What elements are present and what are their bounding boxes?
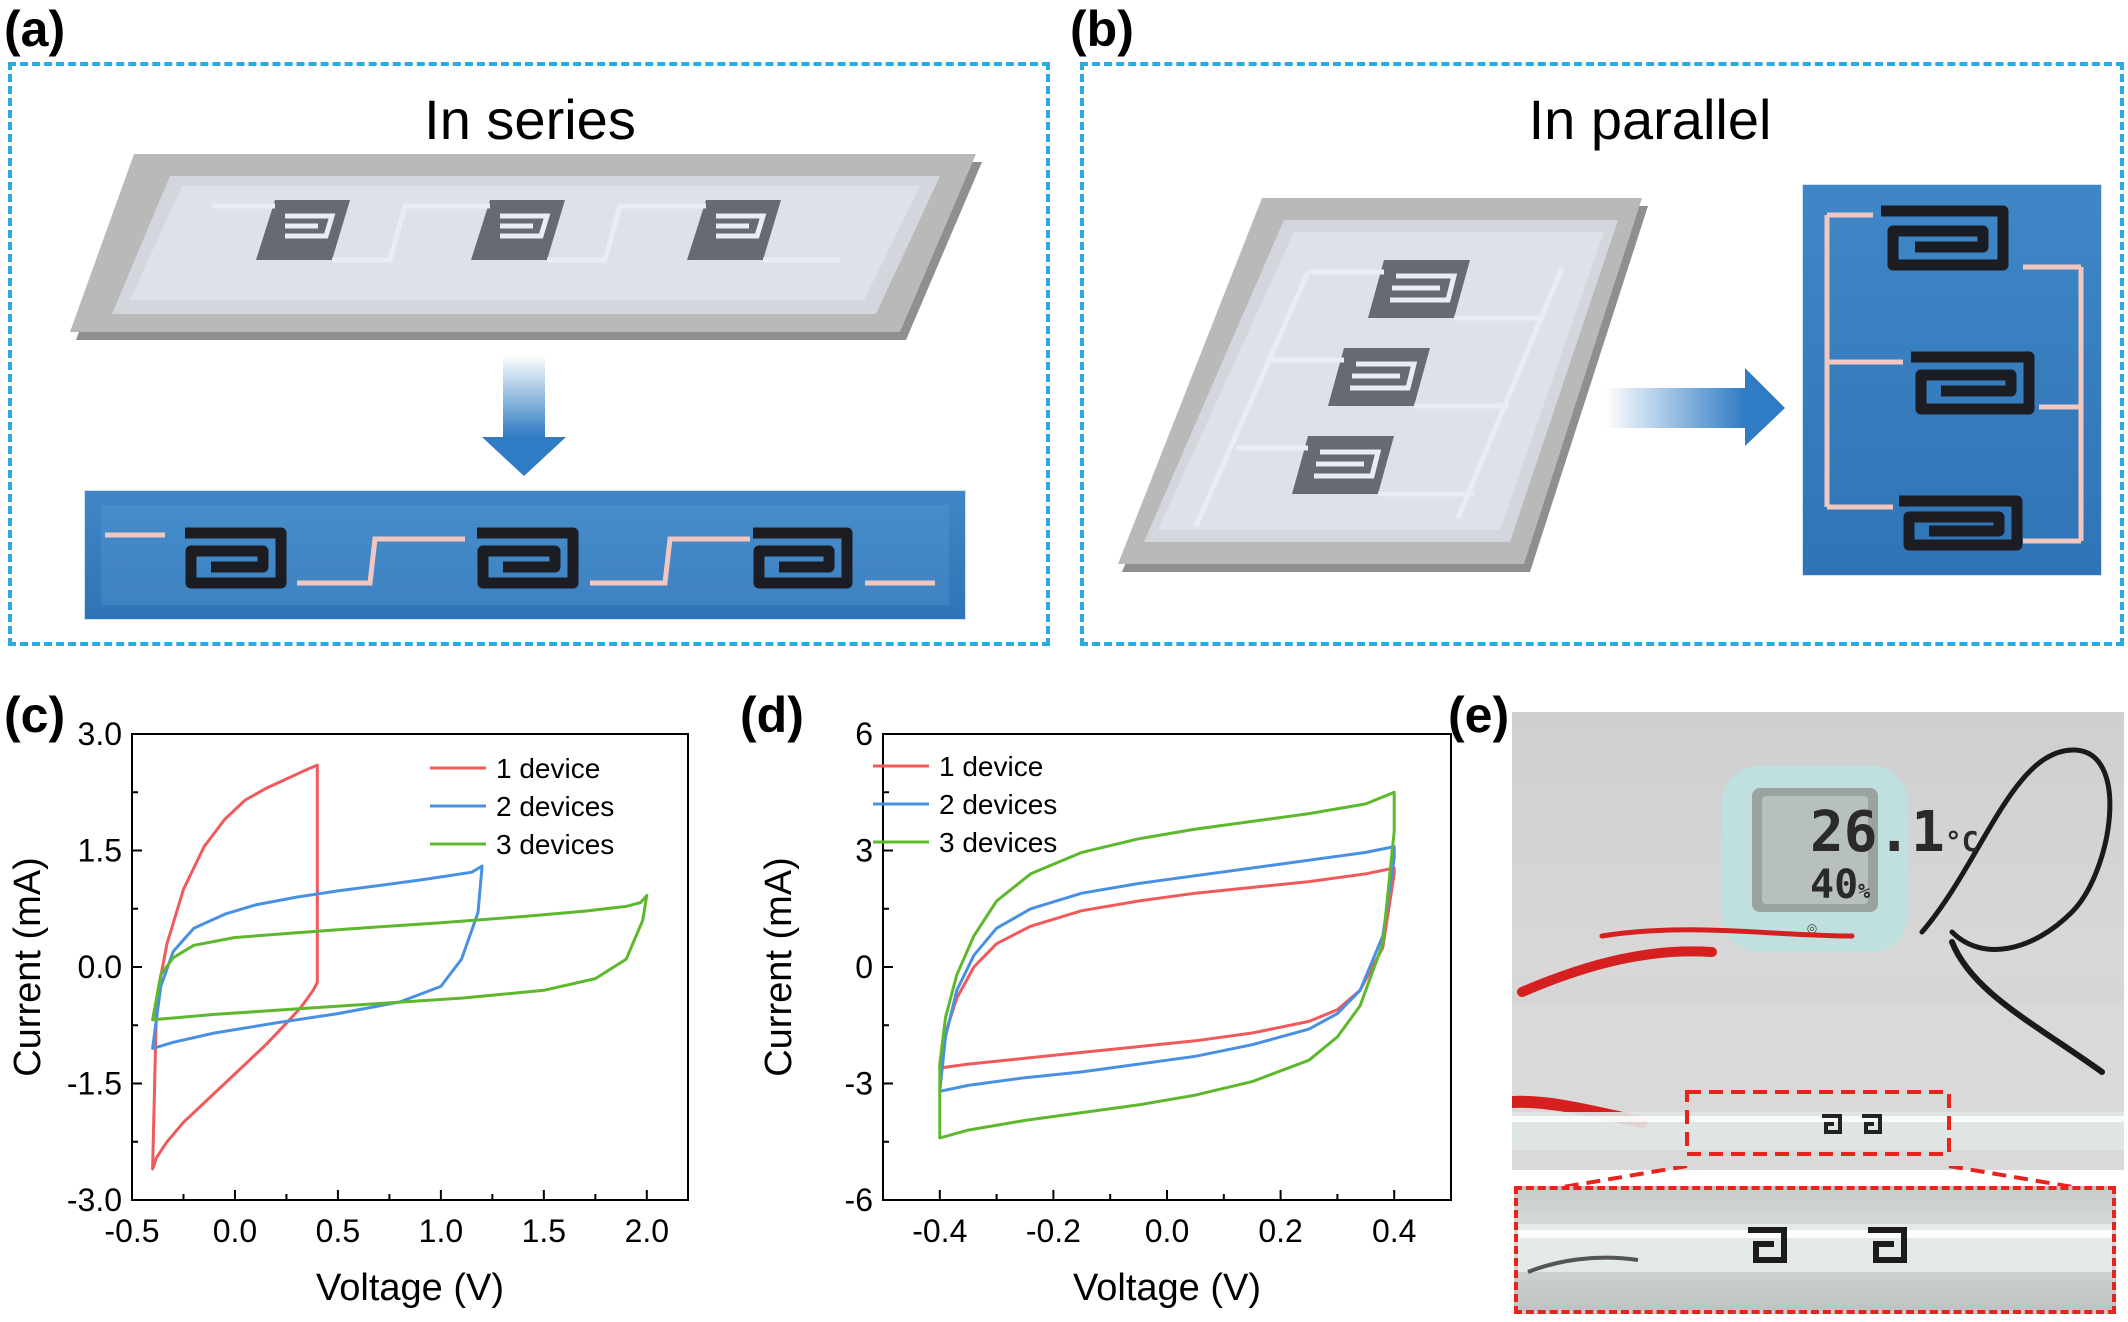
- chart-c-series-1-device: [151, 763, 319, 1171]
- zoom-region: [1685, 1090, 1951, 1156]
- thermometer-brand: ◎: [1807, 921, 1817, 935]
- chart-c-y-tick-label: 3.0: [78, 716, 122, 752]
- chart-d-y-tick-label: 3: [855, 833, 873, 869]
- chart-c-y-tick-label: -1.5: [67, 1066, 122, 1102]
- chart-d-y-tick-label: -3: [845, 1066, 873, 1102]
- chart-c-x-tick-label: 1.5: [522, 1213, 566, 1249]
- panel-label-d: (d): [740, 687, 804, 743]
- panel-label-b: (b): [1070, 1, 1134, 57]
- chart-d-y-tick-label: 6: [855, 716, 873, 752]
- chart-d-series-1-device: [938, 866, 1396, 1070]
- humidity-value: 40: [1810, 862, 1859, 908]
- parallel-illustration: [1118, 198, 1648, 572]
- series-illustration: [70, 154, 982, 476]
- chart-d-series-3-devices: [938, 790, 1396, 1140]
- panel-label-e: (e): [1448, 687, 1510, 743]
- chart-c-x-tick-label: 0.5: [316, 1213, 360, 1249]
- chart-c-y-tick-label: 1.5: [78, 833, 122, 869]
- thermometer: ◎: [1722, 766, 1908, 952]
- chart-d-y-tick-label: -6: [845, 1182, 873, 1218]
- chart-d-y-tick-label: 0: [855, 949, 873, 985]
- panel-label-c: (c): [4, 687, 66, 743]
- chart-c-legend-label: 3 devices: [496, 829, 614, 860]
- parallel-wiring: [1193, 267, 1565, 528]
- chart-c-legend-label: 2 devices: [496, 791, 614, 822]
- chart-c-y-tick-label: 0.0: [78, 949, 122, 985]
- chart-d-series-2-devices: [938, 845, 1396, 1093]
- series-frame: [8, 62, 1050, 646]
- chart-c-legend-label: 1 device: [496, 753, 600, 784]
- series-title: In series: [424, 88, 636, 151]
- chart-c-y-tick-label: -3.0: [67, 1182, 122, 1218]
- chart-d-legend-label: 1 device: [939, 751, 1043, 782]
- chart-d-x-axis-label: Voltage (V): [1073, 1267, 1261, 1309]
- zoom-inset: [1514, 1186, 2116, 1314]
- temperature-unit: °C: [1944, 825, 1979, 858]
- chart-c-series-3-devices: [151, 894, 649, 1022]
- chart-d-x-tick-label: 0.2: [1258, 1213, 1302, 1249]
- chart-d-x-tick-label: 0.4: [1372, 1213, 1416, 1249]
- cv-chart-series: -0.5 0.0 0.5 1.0 1.5 2.0 -3.0 -1.5 0.0 1.5 3.0Volt…: [7, 716, 689, 1309]
- right-arrow-icon: [1605, 368, 1785, 446]
- parallel-photo: [1802, 184, 2102, 576]
- temperature-value: 26.1: [1810, 800, 1945, 865]
- parallel-frame: [1080, 62, 2124, 646]
- chart-d-legend-label: 2 devices: [939, 789, 1057, 820]
- parallel-title: In parallel: [1528, 88, 1772, 151]
- chart-d-y-axis-label: Current (mA): [758, 857, 800, 1077]
- chart-d-x-tick-label: -0.2: [1026, 1213, 1081, 1249]
- humidity-unit: %: [1858, 879, 1871, 903]
- chart-c-x-axis-label: Voltage (V): [316, 1267, 504, 1309]
- series-photo: [84, 490, 966, 620]
- chart-c-x-tick-label: 2.0: [625, 1213, 669, 1249]
- chart-c-series-2-devices: [151, 864, 484, 1050]
- chart-d-x-tick-label: 0.0: [1145, 1213, 1189, 1249]
- chart-d-legend-label: 3 devices: [939, 827, 1057, 858]
- chart-c-x-tick-label: 0.0: [213, 1213, 257, 1249]
- down-arrow-icon: [482, 355, 566, 476]
- demo-photo: ◎ 26.1°C 40%: [1506, 712, 2124, 1170]
- chart-c-y-axis-label: Current (mA): [7, 857, 49, 1077]
- series-wiring: [212, 203, 840, 263]
- panel-label-a: (a): [4, 1, 66, 57]
- chart-c-x-tick-label: 1.0: [419, 1213, 463, 1249]
- chart-d-x-tick-label: -0.4: [912, 1213, 967, 1249]
- chart-c-x-tick-label: -0.5: [104, 1213, 159, 1249]
